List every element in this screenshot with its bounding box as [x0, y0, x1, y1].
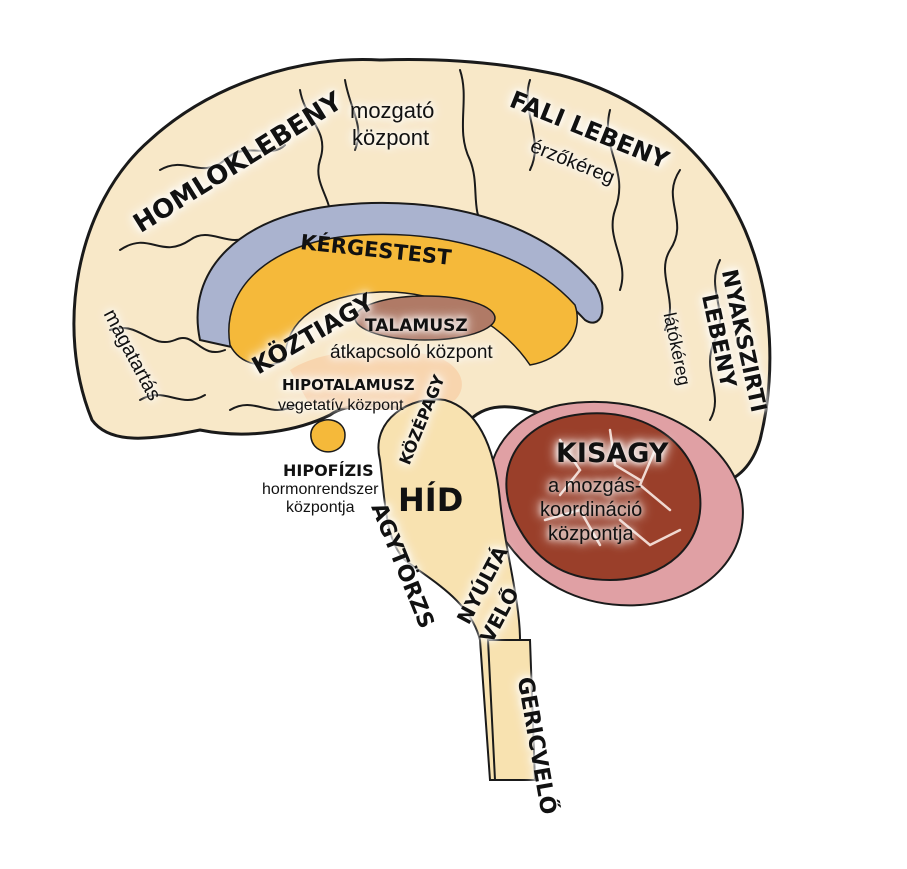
hypothalamus-area — [290, 350, 462, 410]
label-pons: HÍD — [398, 481, 464, 519]
label-pituitary-sub-2: központja — [286, 499, 355, 516]
corpus-callosum — [228, 233, 578, 366]
label-cerebellum: KISAGY — [556, 438, 669, 469]
label-hypothalamus: HIPOTALAMUSZ — [282, 376, 415, 394]
cerebellum-folia — [543, 428, 682, 547]
cortex-folds — [109, 69, 721, 421]
label-motor-center-2: központ — [352, 125, 430, 150]
label-cerebellum-sub-1: a mozgás- — [548, 475, 642, 497]
label-hypothalamus-sub: vegetatív központ — [278, 397, 404, 414]
label-cerebellum-sub-2: koordináció — [540, 499, 643, 521]
label-pituitary-sub-1: hormonrendszer — [262, 481, 379, 498]
label-thalamus: TALAMUSZ — [365, 316, 468, 336]
spinal-cord — [486, 639, 537, 781]
label-cerebellum-sub-3: központja — [548, 523, 634, 545]
label-pituitary: HIPOFÍZIS — [283, 461, 374, 480]
pituitary — [310, 419, 346, 453]
label-motor-center-1: mozgató — [350, 98, 435, 123]
brainstem — [377, 398, 527, 781]
thalamus — [354, 295, 496, 341]
label-thalamus-sub: átkapcsoló központ — [330, 342, 493, 363]
